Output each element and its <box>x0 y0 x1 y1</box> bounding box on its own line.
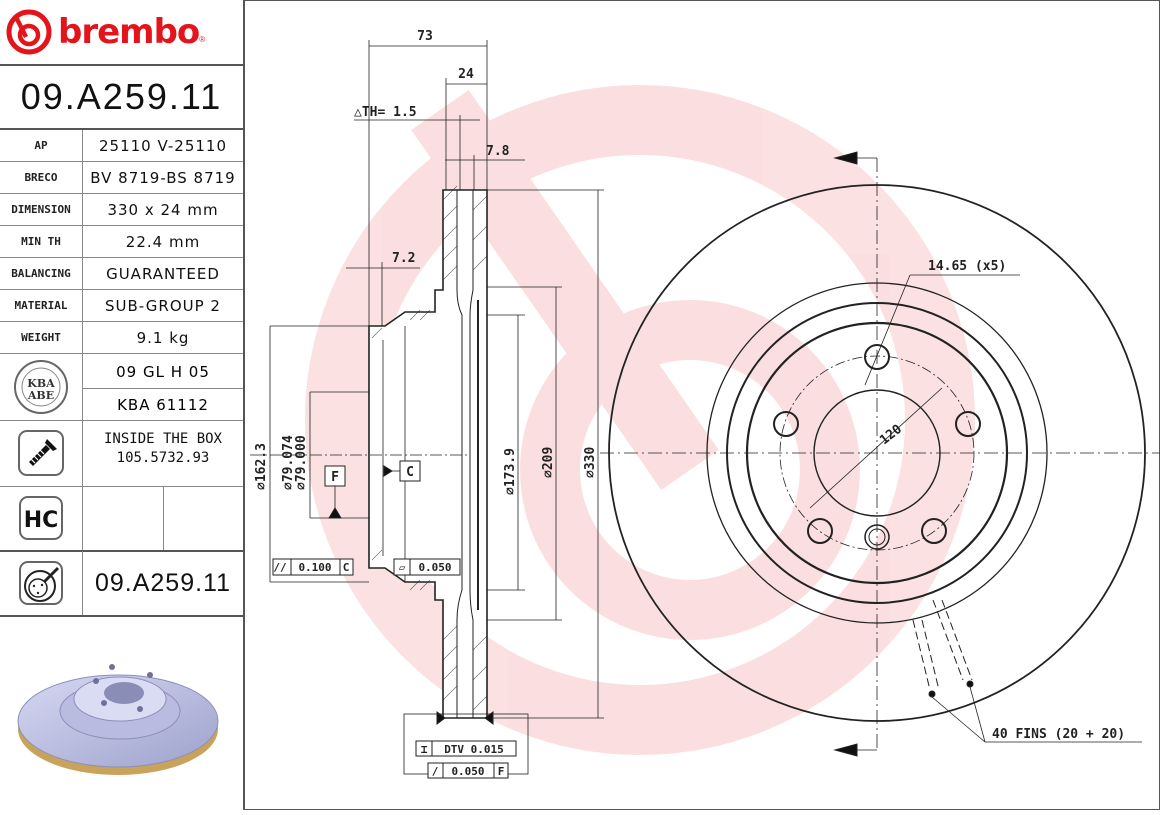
svg-text:⌶: ⌶ <box>421 743 428 756</box>
spec-value: GUARANTEED <box>106 264 220 283</box>
bolt-hole-dimension: 14.65 (x5) <box>928 259 1006 274</box>
spec-label: BRECO <box>0 162 83 193</box>
kba-abe-seal-icon: KBA ABE <box>0 354 83 420</box>
dim-delta-th: △TH= 1.5 <box>354 105 417 120</box>
hc-empty-cell <box>83 486 164 550</box>
hc-row: HC <box>0 486 243 552</box>
spec-sheet-panel: brembo ® 09.A259.11 AP 25110 V-25110 BRE… <box>0 0 245 810</box>
datum-c-label: C <box>406 465 414 480</box>
spec-row-material: MATERIAL SUB-GROUP 2 <box>0 290 243 322</box>
spec-row-breco: BRECO BV 8719-BS 8719 <box>0 162 243 194</box>
parallelism-datum: C <box>343 561 350 574</box>
svg-text:/: / <box>432 765 439 778</box>
runout-tolerance: 0.050 <box>451 765 484 778</box>
disc-product-render <box>0 617 243 809</box>
inside-the-box-label: INSIDE THE BOX <box>103 431 222 447</box>
svg-text:HC: HC <box>24 508 59 533</box>
svg-text:KBA: KBA <box>27 377 55 390</box>
spec-value: 22.4 mm <box>125 232 201 251</box>
spec-value: 25110 V-25110 <box>99 136 227 155</box>
spec-label: MIN TH <box>0 226 83 257</box>
spec-value: SUB-GROUP 2 <box>105 296 221 315</box>
inside-the-box-text: INSIDE THE BOX 105.5732.93 <box>83 430 243 468</box>
brand-name: brembo <box>58 12 200 52</box>
spec-label: AP <box>0 130 83 161</box>
spec-label: BALANCING <box>0 258 83 289</box>
part-number-title: 09.A259.11 <box>0 66 243 130</box>
parallelism-tolerance: 0.100 <box>298 561 331 574</box>
svg-text://: // <box>273 561 287 574</box>
brembo-mark-icon <box>6 9 52 55</box>
reference-part-number: 09.A259.11 <box>94 568 232 597</box>
spec-row-ap: AP 25110 V-25110 <box>0 130 243 162</box>
dim-friction-inner-diameter: ⌀209 <box>541 447 556 478</box>
disc-caliper-icon <box>0 551 83 615</box>
kba-number: KBA 61112 <box>117 396 209 414</box>
brand-logo: brembo ® <box>0 0 243 66</box>
spec-row-min-th: MIN TH 22.4 mm <box>0 226 243 258</box>
spec-value: 330 x 24 mm <box>107 200 219 219</box>
spec-table: AP 25110 V-25110 BRECO BV 8719-BS 8719 D… <box>0 130 243 354</box>
dtv-tolerance: DTV 0.015 <box>444 743 504 756</box>
inside-the-box-part: 105.5732.93 <box>116 450 210 466</box>
svg-text:ABE: ABE <box>27 389 54 402</box>
dim-vane-offset: 7.8 <box>486 144 510 159</box>
spec-label: WEIGHT <box>0 322 83 353</box>
fins-label: 40 FINS (20 + 20) <box>992 727 1125 742</box>
spec-label: MATERIAL <box>0 290 83 321</box>
section-view <box>250 40 604 779</box>
svg-text:▱: ▱ <box>399 561 406 574</box>
datum-f-label: F <box>331 470 339 485</box>
hc-badge-icon: HC <box>0 486 83 550</box>
front-view <box>600 151 1160 757</box>
dim-outer-diameter: ⌀330 <box>583 447 598 478</box>
screw-icon <box>0 420 83 486</box>
dim-overall-height: 73 <box>417 29 433 44</box>
dim-bore-max: ⌀79.074 <box>281 435 296 490</box>
brembo-watermark <box>305 85 975 755</box>
registered-mark: ® <box>199 34 206 44</box>
spec-row-dimension: DIMENSION 330 x 24 mm <box>0 194 243 226</box>
dim-hat-outer-diameter: ⌀162.3 <box>254 443 269 490</box>
flatness-tolerance: 0.050 <box>418 561 451 574</box>
approval-number: 09 GL H 05 <box>83 356 243 389</box>
spec-label: DIMENSION <box>0 194 83 225</box>
dim-bore-min: ⌀79.000 <box>294 435 309 490</box>
dim-inner-face-diameter: ⌀173.9 <box>503 448 518 495</box>
inside-the-box-row: INSIDE THE BOX 105.5732.93 <box>0 420 243 487</box>
reference-row: 09.A259.11 <box>0 551 243 617</box>
runout-datum: F <box>498 765 505 778</box>
technical-drawing: 73 24 △TH= 1.5 7.8 7.2 ⌀162.3 ⌀79.074 ⌀7… <box>246 0 1160 810</box>
spec-value: 9.1 kg <box>136 328 190 347</box>
spec-row-weight: WEIGHT 9.1 kg <box>0 322 243 354</box>
dim-hat-offset: 7.2 <box>392 251 415 266</box>
spec-row-balancing: BALANCING GUARANTEED <box>0 258 243 290</box>
dim-thickness: 24 <box>458 67 474 82</box>
approval-row: KBA ABE 09 GL H 05 KBA 61112 <box>0 354 243 421</box>
spec-value: BV 8719-BS 8719 <box>90 168 236 187</box>
